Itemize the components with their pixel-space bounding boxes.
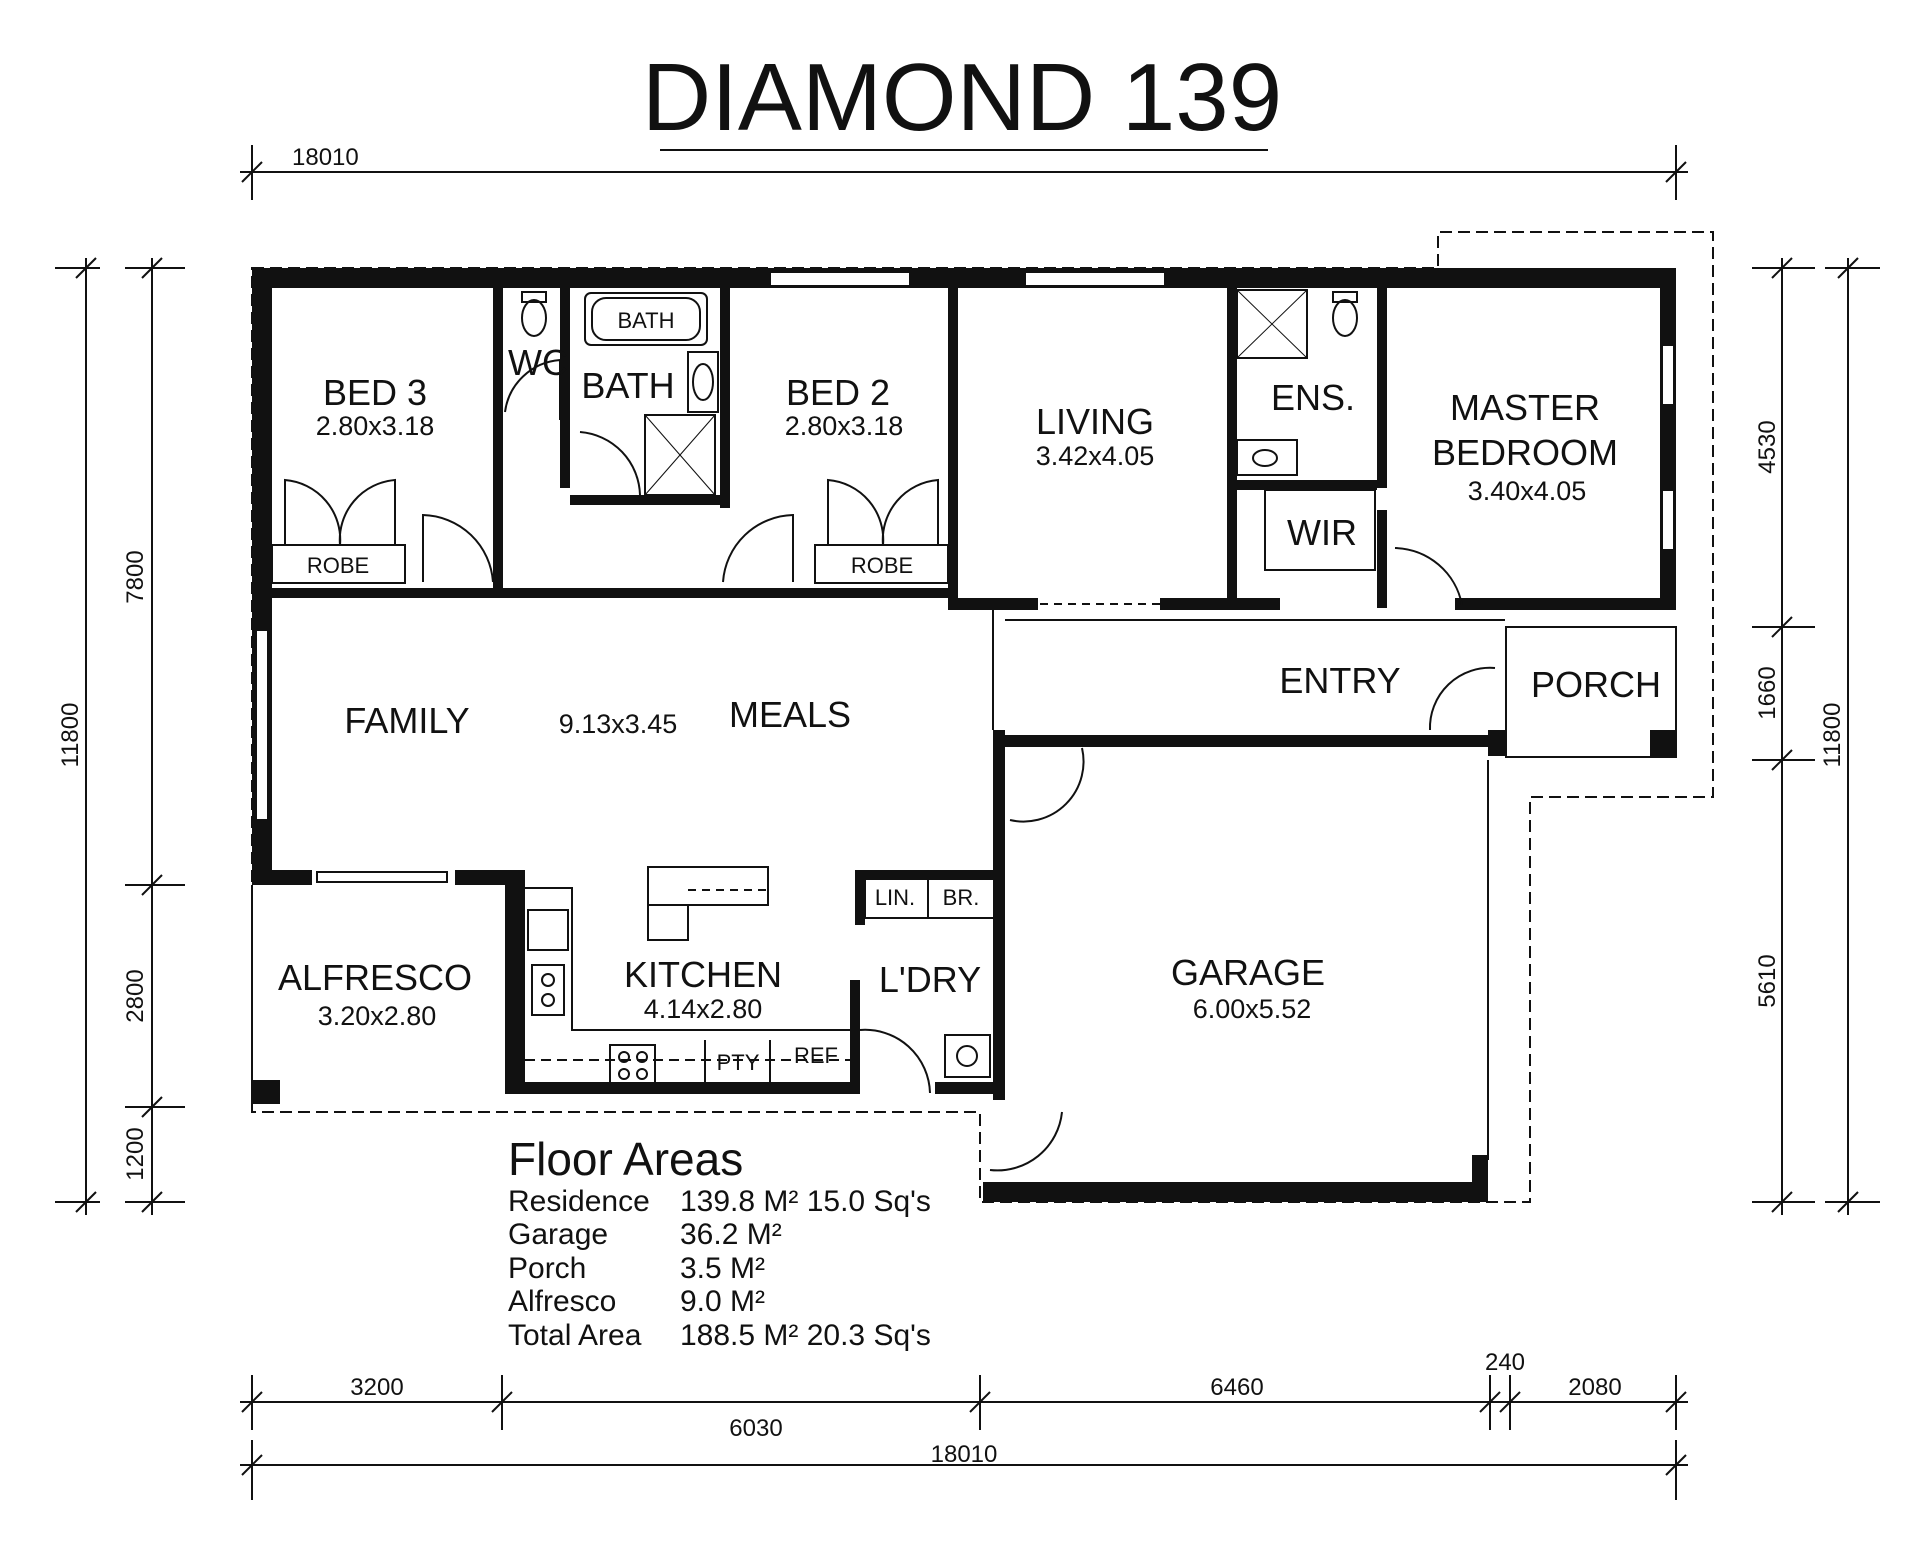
robe-right-label: ROBE — [851, 553, 913, 578]
plan-title: DIAMOND 139 — [642, 44, 1282, 151]
ensuite-label: ENS. — [1271, 377, 1355, 418]
door-swings — [284, 358, 1496, 1172]
laundry-label: L'DRY — [879, 959, 981, 1000]
dim-bottom-overall: 18010 — [931, 1441, 998, 1468]
dim-bottom-2: 6030 — [729, 1415, 782, 1442]
thin-walls — [251, 289, 1677, 1160]
bath-label: BATH — [581, 365, 674, 406]
bed3-label: BED 3 — [323, 372, 427, 413]
dim-left-3: 1200 — [122, 1127, 149, 1180]
alfresco-size: 3.20x2.80 — [318, 1001, 437, 1031]
master-size: 3.40x4.05 — [1468, 476, 1587, 506]
family-meals-size: 9.13x3.45 — [559, 709, 678, 739]
broom-label: BR. — [943, 885, 980, 910]
dim-right-overall: 11800 — [1819, 703, 1846, 768]
floor-area-label: Residence — [508, 1185, 650, 1218]
floor-areas-table: Floor Areas Residence 139.8 M² 15.0 Sq's… — [508, 1133, 931, 1352]
alfresco-label: ALFRESCO — [278, 957, 472, 998]
floor-area-value: 188.5 M² 20.3 Sq's — [680, 1319, 931, 1352]
floor-area-value: 9.0 M² — [680, 1285, 765, 1318]
living-label: LIVING — [1036, 401, 1154, 442]
dim-top-overall: 18010 — [292, 144, 359, 171]
family-label: FAMILY — [344, 700, 469, 741]
bed3-size: 2.80x3.18 — [316, 411, 435, 441]
dim-left-2: 2800 — [122, 969, 149, 1022]
dim-right-2: 1660 — [1754, 666, 1781, 719]
wir-label: WIR — [1287, 512, 1357, 553]
floor-area-value: 36.2 M² — [680, 1218, 782, 1251]
robe-left-label: ROBE — [307, 553, 369, 578]
bed2-label: BED 2 — [786, 372, 890, 413]
master-label-line2: BEDROOM — [1432, 432, 1618, 473]
dim-bottom-3: 6460 — [1210, 1374, 1263, 1401]
dim-bottom-1: 3200 — [350, 1374, 403, 1401]
floor-area-label: Garage — [508, 1218, 608, 1251]
floor-area-label: Alfresco — [508, 1285, 616, 1318]
meals-label: MEALS — [729, 694, 851, 735]
floor-areas-heading: Floor Areas — [508, 1133, 743, 1185]
wc-label: WC — [508, 342, 568, 383]
garage-label: GARAGE — [1171, 952, 1325, 993]
eaves-outline — [251, 231, 1714, 1203]
master-label-line1: MASTER — [1450, 387, 1600, 428]
floor-area-label: Total Area — [508, 1319, 642, 1352]
living-size: 3.42x4.05 — [1036, 441, 1155, 471]
shower-bath — [644, 414, 716, 496]
porch-label: PORCH — [1531, 664, 1661, 705]
dim-right-1: 4530 — [1754, 420, 1781, 473]
entry-label: ENTRY — [1279, 660, 1400, 701]
garage-size: 6.00x5.52 — [1193, 994, 1312, 1024]
pantry-label: PTY — [717, 1050, 760, 1075]
floor-area-value: 139.8 M² 15.0 Sq's — [680, 1185, 931, 1218]
linen-label: LIN. — [875, 885, 915, 910]
windows — [255, 271, 1675, 883]
dim-right-3: 5610 — [1754, 954, 1781, 1007]
sliding-openings — [600, 592, 1160, 720]
kitchen-label: KITCHEN — [624, 954, 782, 995]
fridge-label: REF — [794, 1043, 838, 1068]
dim-bottom-4: 240 — [1485, 1349, 1525, 1376]
dim-left-1: 7800 — [122, 550, 149, 603]
dimension-lines — [55, 145, 1880, 1500]
bath-fixture-label: BATH — [617, 308, 674, 333]
kitchen-size: 4.14x2.80 — [644, 994, 763, 1024]
dim-bottom-5: 2080 — [1568, 1374, 1621, 1401]
bed2-size: 2.80x3.18 — [785, 411, 904, 441]
floor-area-label: Porch — [508, 1252, 586, 1285]
dim-left-overall: 11800 — [57, 703, 84, 768]
floor-area-value: 3.5 M² — [680, 1252, 765, 1285]
